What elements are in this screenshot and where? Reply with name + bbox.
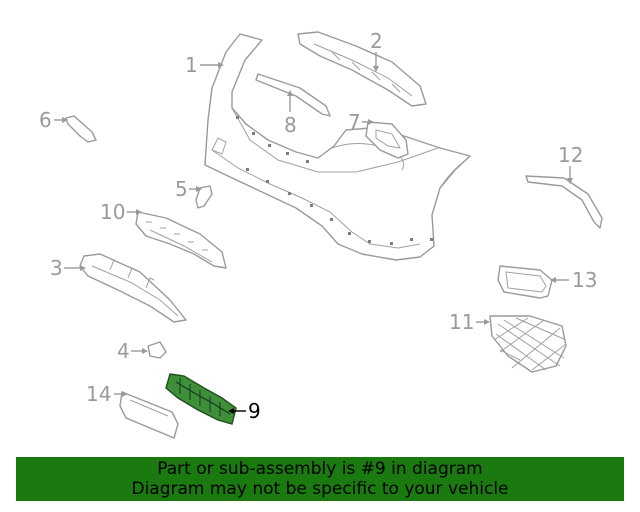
disclaimer-banner: Part or sub-assembly is #9 in diagram Di… [16,457,624,501]
part-12-wheel-arch-trim[interactable] [525,175,603,229]
part-13-fog-lamp-bezel[interactable] [497,265,553,299]
banner-line-disclaimer: Diagram may not be specific to your vehi… [131,479,509,499]
callout-7[interactable]: 7 [348,110,361,134]
part-1-bumper-cover[interactable] [204,33,471,261]
callout-2[interactable]: 2 [370,29,383,53]
callout-6[interactable]: 6 [39,108,52,132]
callout-11[interactable]: 11 [449,310,474,334]
part-5-clip[interactable] [195,185,213,209]
part-4-bracket[interactable] [147,341,167,359]
parts-diagram: 1 2 3 4 5 6 7 8 9 10 11 12 13 14 [39,29,603,439]
callout-4[interactable]: 4 [117,339,130,363]
callout-14[interactable]: 14 [86,382,111,406]
part-14-license-plate-bracket[interactable] [119,391,179,439]
part-2-upper-grille[interactable] [297,31,427,107]
banner-line-part-number: Part or sub-assembly is #9 in diagram [157,459,483,479]
callout-3[interactable]: 3 [50,256,63,280]
callout-leaders [54,52,573,414]
part-9-lower-grille-insert[interactable] [165,373,237,425]
part-3-lower-grille[interactable] [79,253,187,323]
callout-8[interactable]: 8 [284,113,297,137]
part-6-side-bracket[interactable] [65,115,97,143]
callout-1[interactable]: 1 [185,53,198,77]
part-11-side-grille[interactable] [489,315,567,373]
callout-9[interactable]: 9 [248,399,261,423]
part-10-grille-support[interactable] [135,211,227,269]
callout-5[interactable]: 5 [175,177,188,201]
callout-13[interactable]: 13 [572,268,597,292]
callout-12[interactable]: 12 [558,143,583,167]
part-7-trim-bezel[interactable] [365,121,409,159]
callout-10[interactable]: 10 [100,200,125,224]
part-8-upper-trim[interactable] [255,73,331,117]
